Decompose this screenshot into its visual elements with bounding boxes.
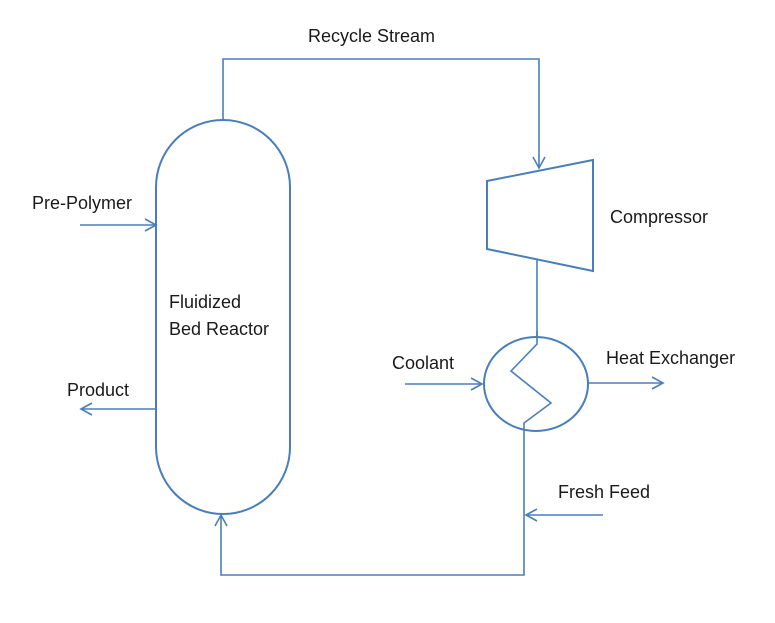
reactor-label-line2: Bed Reactor bbox=[169, 319, 269, 339]
fluidized-bed-reactor-vessel bbox=[155, 119, 291, 515]
heat-exchanger-shape bbox=[483, 336, 589, 432]
compressor-label: Compressor bbox=[610, 207, 708, 227]
fresh-feed-label: Fresh Feed bbox=[558, 482, 650, 502]
recycle-stream-line bbox=[222, 58, 546, 170]
product-label: Product bbox=[67, 380, 129, 400]
return-to-reactor-line bbox=[214, 431, 525, 576]
heat-exchanger-label: Heat Exchanger bbox=[606, 348, 735, 368]
recycle-stream-label: Recycle Stream bbox=[308, 26, 435, 46]
coolant-label: Coolant bbox=[392, 353, 454, 373]
pre-polymer-label: Pre-Polymer bbox=[32, 193, 132, 213]
heat-exchanger-coil bbox=[509, 331, 553, 431]
compressor-shape bbox=[486, 158, 594, 273]
reactor-label-line1: Fluidized bbox=[169, 292, 241, 312]
